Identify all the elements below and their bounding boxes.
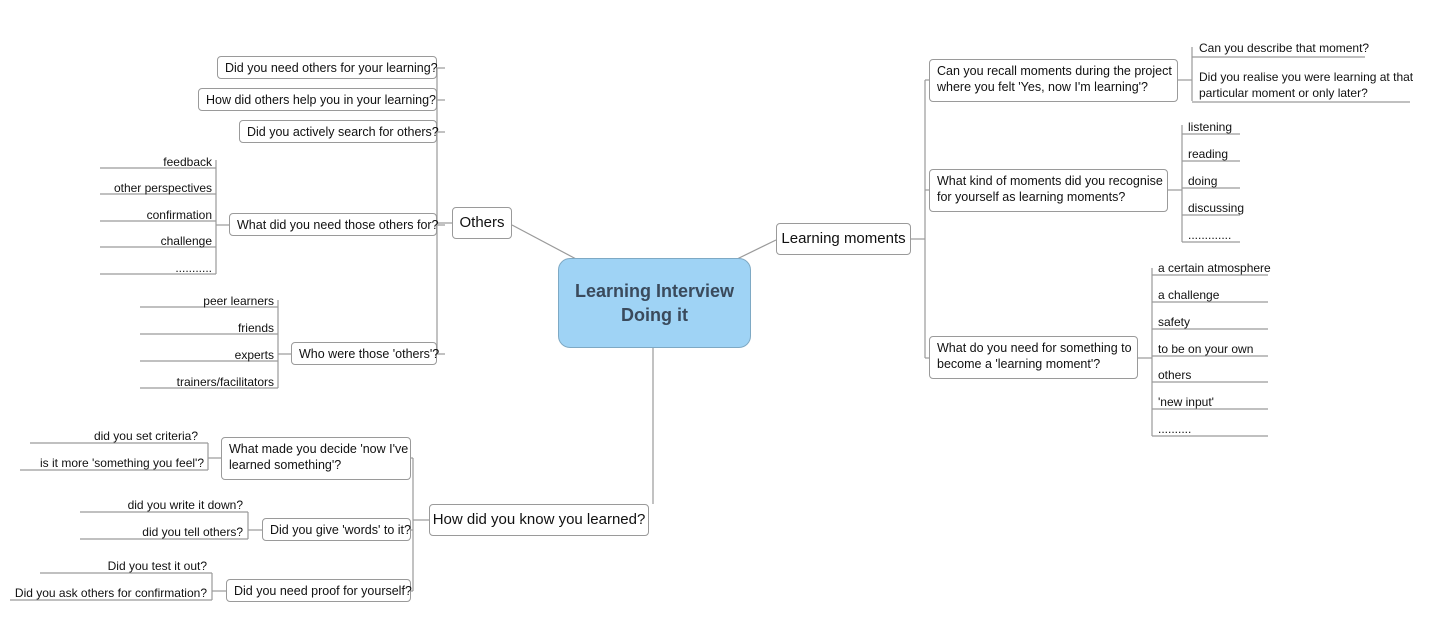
leaf-listening: listening	[1188, 120, 1233, 134]
topic-learning-moments[interactable]: Learning moments	[776, 223, 911, 255]
question-need-proof[interactable]: Did you need proof for yourself?	[226, 579, 412, 602]
leaf-reading: reading	[1188, 147, 1229, 161]
question-label: Did you give 'words' to it?	[270, 523, 411, 537]
leaf-set-criteria: did you set criteria?	[93, 429, 198, 443]
question-label: Did you need others for your learning?	[225, 61, 438, 75]
leaf-friends: friends	[237, 321, 274, 335]
leaf-peer-learners: peer learners	[203, 294, 274, 308]
question-kind-of-moments[interactable]: What kind of moments did you recognise f…	[929, 169, 1168, 212]
leaf-feedback: feedback	[163, 155, 212, 169]
leaf-a-challenge: a challenge	[1158, 288, 1220, 302]
question-need-others[interactable]: Did you need others for your learning?	[217, 56, 438, 79]
question-line-1: Can you recall moments during the projec…	[937, 64, 1172, 78]
leaf-realise-learning-line-1: Did you realise you were learning at tha…	[1199, 70, 1414, 84]
question-line-1: What made you decide 'now I've	[229, 442, 409, 456]
leaf-ellipsis: ..........	[1158, 422, 1192, 436]
leaf-experts: experts	[234, 348, 274, 362]
question-line-2: for yourself as learning moments?	[937, 190, 1126, 204]
question-label: How did others help you in your learning…	[206, 93, 436, 107]
topic-others-label: Others	[459, 214, 505, 231]
connector-root-learning	[734, 239, 777, 261]
question-need-for-learning-moment[interactable]: What do you need for something to become…	[929, 336, 1138, 379]
leaf-on-your-own: to be on your own	[1158, 342, 1254, 356]
topic-how-did-you-know[interactable]: How did you know you learned?	[429, 504, 649, 536]
topic-others[interactable]: Others	[452, 207, 512, 239]
leaf-discussing: discussing	[1188, 201, 1245, 215]
leaf-challenge: challenge	[160, 234, 212, 248]
question-recall-moments[interactable]: Can you recall moments during the projec…	[929, 59, 1178, 102]
leaf-doing: doing	[1188, 174, 1218, 188]
connector-root-others	[511, 224, 579, 261]
leaf-trainers: trainers/facilitators	[176, 375, 274, 389]
leaf-describe-moment: Can you describe that moment?	[1199, 41, 1370, 55]
leaf-confirmation: confirmation	[146, 208, 212, 222]
leaf-test-it-out: Did you test it out?	[107, 559, 207, 573]
leaf-something-you-feel: is it more 'something you feel'?	[40, 456, 204, 470]
leaf-safety: safety	[1158, 315, 1191, 329]
question-line-2: become a 'learning moment'?	[937, 357, 1101, 371]
leaf-ellipsis: ...........	[175, 261, 212, 275]
leaf-other-perspectives: other perspectives	[113, 181, 212, 195]
leaf-ask-others-confirmation: Did you ask others for confirmation?	[14, 586, 207, 600]
question-label: Did you need proof for yourself?	[234, 584, 412, 598]
central-topic[interactable]: Learning Interview Doing it	[558, 258, 751, 348]
question-line-1: What kind of moments did you recognise	[937, 174, 1163, 188]
leaf-tell-others: did you tell others?	[142, 525, 243, 539]
central-topic-line-1: Learning Interview	[574, 281, 735, 301]
question-need-others-for[interactable]: What did you need those others for?	[229, 213, 439, 236]
leaf-ellipsis: .............	[1188, 228, 1232, 242]
question-search-others[interactable]: Did you actively search for others?	[239, 120, 439, 143]
question-line-1: What do you need for something to	[937, 341, 1132, 355]
question-line-2: where you felt 'Yes, now I'm learning'?	[937, 80, 1148, 94]
central-topic-line-2: Doing it	[621, 305, 688, 325]
leaf-new-input: 'new input'	[1158, 395, 1214, 409]
leaf-certain-atmosphere: a certain atmosphere	[1158, 261, 1271, 275]
question-what-made-you-decide[interactable]: What made you decide 'now I've learned s…	[221, 437, 411, 480]
topic-learning-moments-label: Learning moments	[781, 230, 906, 247]
question-give-words[interactable]: Did you give 'words' to it?	[262, 518, 411, 541]
question-how-others-helped[interactable]: How did others help you in your learning…	[198, 88, 437, 111]
leaf-others: others	[1158, 368, 1192, 382]
question-label: Who were those 'others'?	[299, 347, 440, 361]
leaf-write-it-down: did you write it down?	[127, 498, 243, 512]
question-label: Did you actively search for others?	[247, 125, 439, 139]
question-who-others[interactable]: Who were those 'others'?	[291, 342, 440, 365]
topic-how-did-you-know-label: How did you know you learned?	[432, 511, 646, 528]
question-label: What did you need those others for?	[237, 218, 439, 232]
question-line-2: learned something'?	[229, 458, 342, 472]
leaf-realise-learning-line-2: particular moment or only later?	[1199, 86, 1368, 100]
